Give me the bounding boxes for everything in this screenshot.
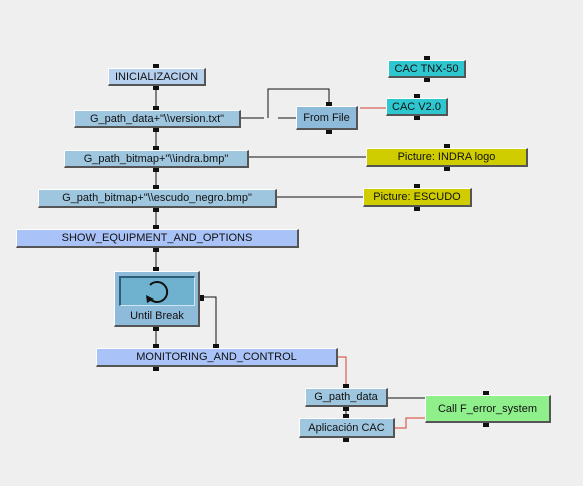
node-g-path-bitmap-escudo[interactable]: G_path_bitmap+"\\escudo_negro.bmp" bbox=[38, 189, 277, 208]
loop-label: Until Break bbox=[130, 310, 184, 322]
pin bbox=[483, 391, 489, 395]
node-label: CAC TNX-50 bbox=[394, 62, 459, 75]
node-cac-v20[interactable]: CAC V2.0 bbox=[386, 98, 448, 116]
pin bbox=[200, 295, 204, 301]
node-label: G_path_bitmap+"\\escudo_negro.bmp" bbox=[62, 192, 252, 204]
pin bbox=[414, 116, 420, 120]
pin bbox=[153, 168, 159, 172]
pin bbox=[153, 225, 159, 229]
node-label: Aplicación CAC bbox=[308, 421, 385, 434]
pin bbox=[414, 184, 420, 188]
node-g-path-data-version[interactable]: G_path_data+"\\version.txt" bbox=[74, 110, 241, 128]
loop-arrow-icon bbox=[146, 281, 169, 303]
pin bbox=[424, 78, 430, 82]
pin bbox=[153, 367, 159, 371]
pin bbox=[326, 130, 332, 134]
pin bbox=[483, 423, 489, 427]
wire bbox=[395, 417, 425, 429]
loop-panel bbox=[119, 276, 195, 306]
pin bbox=[414, 207, 420, 211]
wire bbox=[204, 296, 217, 348]
node-cac-tnx50[interactable]: CAC TNX-50 bbox=[388, 60, 466, 78]
wire bbox=[267, 88, 330, 118]
pin bbox=[153, 208, 159, 212]
pin bbox=[153, 344, 159, 348]
node-label: G_path_data+"\\version.txt" bbox=[89, 112, 225, 125]
pin bbox=[153, 185, 159, 189]
pin bbox=[153, 128, 159, 132]
node-show-equipment[interactable]: SHOW_EQUIPMENT_AND_OPTIONS bbox=[16, 229, 299, 248]
pin bbox=[414, 94, 420, 98]
node-label: MONITORING_AND_CONTROL bbox=[136, 351, 297, 363]
node-call-error-system[interactable]: Call F_error_system bbox=[425, 395, 551, 423]
pin bbox=[343, 414, 349, 418]
node-from-file[interactable]: From File bbox=[296, 106, 358, 130]
node-aplicacion-cac[interactable]: Aplicación CAC bbox=[299, 418, 395, 438]
node-label: INICIALIZACION bbox=[114, 70, 199, 83]
node-label: Picture: ESCUDO bbox=[373, 191, 461, 203]
node-label: From File bbox=[303, 111, 350, 124]
node-g-path-bitmap-indra[interactable]: G_path_bitmap+"\\indra.bmp" bbox=[64, 150, 249, 168]
pin bbox=[153, 64, 159, 68]
node-label: G_path_data bbox=[314, 391, 378, 403]
node-label: CAC V2.0 bbox=[392, 100, 441, 113]
pin bbox=[153, 86, 159, 90]
pin bbox=[424, 56, 430, 60]
node-label: G_path_bitmap+"\\indra.bmp" bbox=[83, 152, 229, 165]
wire bbox=[336, 356, 347, 388]
pin bbox=[343, 384, 349, 388]
pin bbox=[153, 327, 159, 331]
node-inicializacion[interactable]: INICIALIZACION bbox=[108, 68, 206, 86]
node-picture-indra[interactable]: Picture: INDRA logo bbox=[366, 148, 528, 167]
node-monitoring-control[interactable]: MONITORING_AND_CONTROL bbox=[96, 348, 338, 367]
pin bbox=[153, 267, 159, 271]
pin bbox=[343, 407, 349, 411]
node-label: SHOW_EQUIPMENT_AND_OPTIONS bbox=[61, 232, 253, 244]
node-label: Call F_error_system bbox=[437, 402, 538, 415]
node-label: Picture: INDRA logo bbox=[397, 151, 496, 163]
pin bbox=[444, 144, 450, 148]
pin bbox=[444, 167, 450, 171]
node-g-path-data[interactable]: G_path_data bbox=[305, 388, 388, 407]
pin bbox=[343, 438, 349, 442]
pin bbox=[153, 146, 159, 150]
node-picture-escudo[interactable]: Picture: ESCUDO bbox=[363, 188, 472, 207]
pin bbox=[213, 344, 219, 348]
pin bbox=[326, 102, 332, 106]
node-until-break[interactable]: Until Break bbox=[114, 271, 200, 327]
pin bbox=[153, 106, 159, 110]
pin bbox=[153, 248, 159, 252]
